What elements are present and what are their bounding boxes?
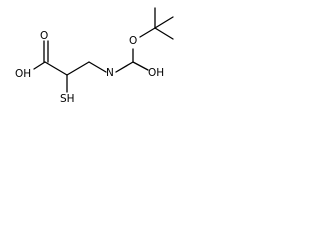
bond-c5-me2	[154, 16, 174, 29]
atom-label-thiol: SH	[60, 93, 75, 105]
bond-c5-me3	[154, 27, 174, 40]
atom-label-amide-n: N	[106, 67, 114, 79]
structure-canvas: O OH SH N O OH	[0, 0, 202, 137]
bond-o-c5	[139, 27, 156, 38]
bond-n-c4	[115, 61, 134, 73]
atom-label-carboxyl-o: O	[40, 30, 48, 42]
atom-label-carbamate-oh: OH	[148, 67, 164, 79]
bond-c1-c2	[44, 61, 68, 76]
bond-c3-n	[88, 61, 107, 73]
chemical-structure-diagram: O OH SH N O OH	[15, 7, 174, 105]
bond-layer	[33, 7, 174, 93]
atom-label-layer: O OH SH N O OH	[15, 30, 164, 105]
atom-label-carboxyl-oh: OH	[15, 68, 31, 80]
bond-c2-c3	[66, 61, 90, 76]
bond-c1-oh	[33, 61, 46, 70]
atom-label-ester-o: O	[129, 35, 137, 47]
bond-c4-oh	[132, 61, 149, 71]
